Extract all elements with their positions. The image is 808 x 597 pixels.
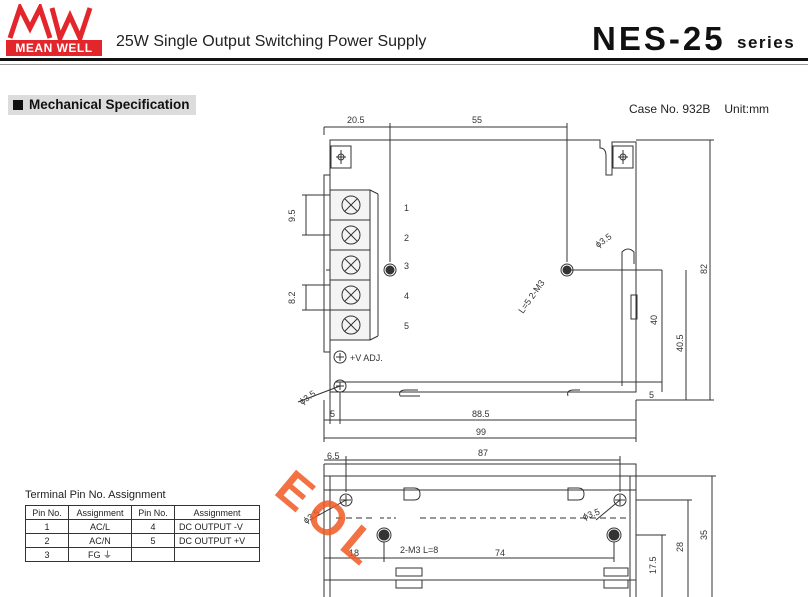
pin-assignment-table: Pin No. Assignment Pin No. Assignment 1 … — [25, 505, 260, 562]
dim-6-5: 6.5 — [327, 451, 340, 461]
assignment-cell: FG ⏚ — [68, 547, 132, 562]
mw-logo-mark — [7, 1, 93, 46]
dim-40: 40 — [649, 315, 659, 325]
table-row: 1 AC/L 4 DC OUTPUT -V — [25, 519, 260, 534]
section-title: Mechanical Specification — [29, 97, 190, 112]
model-name: NES-25 — [592, 20, 726, 57]
section-heading: Mechanical Specification — [8, 95, 196, 115]
case-info: Case No. 932B Unit:mm — [629, 102, 769, 116]
pin-cell — [131, 547, 175, 562]
square-bullet-icon — [13, 100, 23, 110]
header-rule — [0, 58, 808, 61]
col-header-assignment: Assignment — [68, 505, 132, 520]
screw-note-side: 2-M3 L=8 — [400, 545, 438, 555]
dim-35: 35 — [699, 530, 709, 540]
pin-table-caption: Terminal Pin No. Assignment — [25, 489, 166, 501]
dim-5-right: 5 — [649, 390, 654, 400]
terminal-number-3: 3 — [404, 261, 409, 271]
assignment-cell: AC/L — [68, 519, 132, 534]
dim-20-5: 20.5 — [347, 115, 365, 125]
dim-88-5: 88.5 — [472, 409, 490, 419]
col-header-pin: Pin No. — [25, 505, 69, 520]
screw-note-top: L=5 2-M3 — [516, 278, 546, 315]
assignment-cell: DC OUTPUT -V — [174, 519, 260, 534]
dim-82: 82 — [699, 264, 709, 274]
case-number: Case No. 932B — [629, 102, 711, 116]
vadj-label: +V ADJ. — [350, 353, 383, 363]
product-subtitle: 25W Single Output Switching Power Supply — [116, 33, 427, 50]
brand-name: MEAN WELL — [6, 40, 102, 56]
series-word: series — [737, 33, 796, 52]
dim-17-5: 17.5 — [648, 556, 658, 574]
unit-label: Unit:mm — [724, 102, 770, 116]
dim-28: 28 — [675, 542, 685, 552]
header-rule-thin — [0, 64, 808, 65]
assignment-cell: AC/N — [68, 533, 132, 548]
dim-9-5: 9.5 — [287, 209, 297, 222]
meanwell-logo: MEAN WELL — [6, 1, 102, 56]
dim-18: 18 — [349, 548, 359, 558]
terminal-number-1: 1 — [404, 203, 409, 213]
side-hole-right: ϕ3.5 — [581, 506, 601, 521]
pin-cell: 4 — [131, 519, 175, 534]
assignment-cell — [174, 547, 260, 562]
pin-cell: 2 — [25, 533, 69, 548]
table-header-row: Pin No. Assignment Pin No. Assignment — [25, 505, 260, 520]
hole-label-top: ϕ3.5 — [593, 231, 613, 249]
pin-cell: 5 — [131, 533, 175, 548]
terminal-number-4: 4 — [404, 291, 409, 301]
terminal-number-2: 2 — [404, 233, 409, 243]
assignment-cell: DC OUTPUT +V — [174, 533, 260, 548]
hole-label-left: ϕ3.5 — [297, 388, 317, 406]
dim-99: 99 — [476, 427, 486, 437]
col-header-pin-2: Pin No. — [131, 505, 175, 520]
dim-74: 74 — [495, 548, 505, 558]
dim-5-left: 5 — [330, 409, 335, 419]
dim-55: 55 — [472, 115, 482, 125]
pin-cell: 3 — [25, 547, 69, 562]
table-row: 3 FG ⏚ — [25, 547, 260, 562]
dim-87: 87 — [478, 448, 488, 458]
dim-8-2: 8.2 — [287, 291, 297, 304]
terminal-number-5: 5 — [404, 321, 409, 331]
col-header-assignment-2: Assignment — [174, 505, 260, 520]
pin-cell: 1 — [25, 519, 69, 534]
dim-40-5: 40.5 — [675, 334, 685, 352]
table-row: 2 AC/N 5 DC OUTPUT +V — [25, 533, 260, 548]
